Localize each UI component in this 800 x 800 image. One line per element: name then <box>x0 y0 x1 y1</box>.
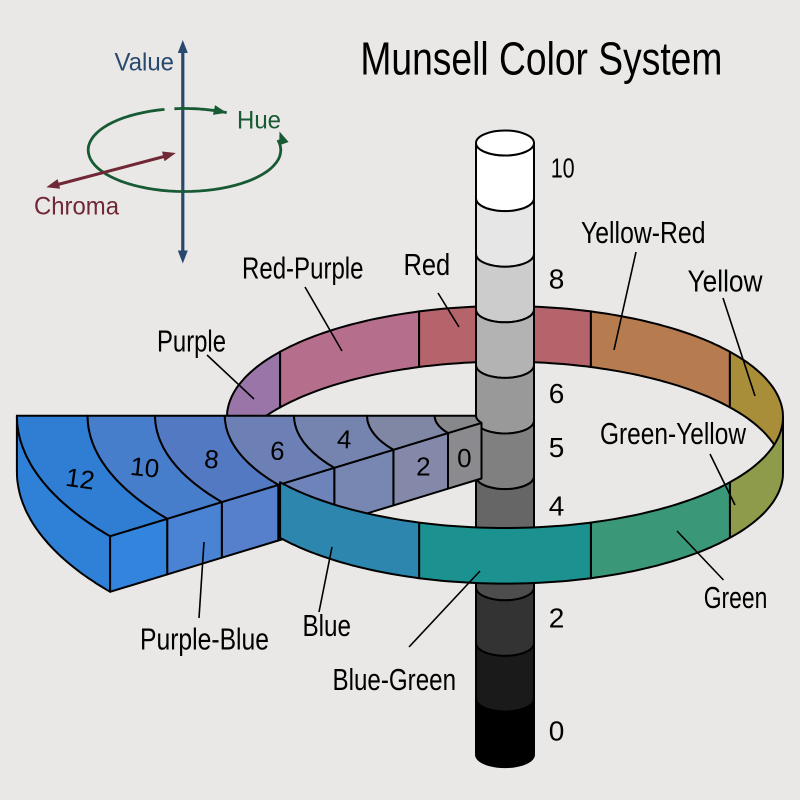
svg-text:Value: Value <box>115 49 175 77</box>
svg-text:Green-Yellow: Green-Yellow <box>600 416 746 451</box>
svg-text:Purple: Purple <box>157 323 226 358</box>
svg-text:2: 2 <box>549 603 565 634</box>
svg-text:6: 6 <box>269 435 286 466</box>
svg-text:10: 10 <box>129 451 161 484</box>
svg-text:12: 12 <box>64 462 97 496</box>
svg-text:Green: Green <box>704 580 768 615</box>
svg-text:Blue: Blue <box>303 608 352 643</box>
svg-text:6: 6 <box>549 378 565 409</box>
svg-text:4: 4 <box>549 491 565 522</box>
svg-text:Munsell Color System: Munsell Color System <box>360 33 722 85</box>
svg-text:5: 5 <box>549 432 565 463</box>
svg-text:10: 10 <box>551 153 575 184</box>
svg-text:8: 8 <box>203 444 220 475</box>
svg-text:Purple-Blue: Purple-Blue <box>140 622 269 657</box>
svg-text:0: 0 <box>457 443 471 473</box>
svg-text:0: 0 <box>549 716 565 747</box>
svg-text:8: 8 <box>549 264 565 295</box>
svg-text:Yellow-Red: Yellow-Red <box>581 215 706 250</box>
svg-text:Red-Purple: Red-Purple <box>242 251 364 286</box>
svg-text:2: 2 <box>416 452 430 482</box>
svg-text:4: 4 <box>336 424 352 455</box>
svg-text:Yellow: Yellow <box>688 264 764 299</box>
svg-text:Chroma: Chroma <box>34 192 119 220</box>
svg-text:Blue-Green: Blue-Green <box>333 662 457 697</box>
svg-text:Red: Red <box>404 247 451 282</box>
svg-text:Hue: Hue <box>237 107 281 135</box>
